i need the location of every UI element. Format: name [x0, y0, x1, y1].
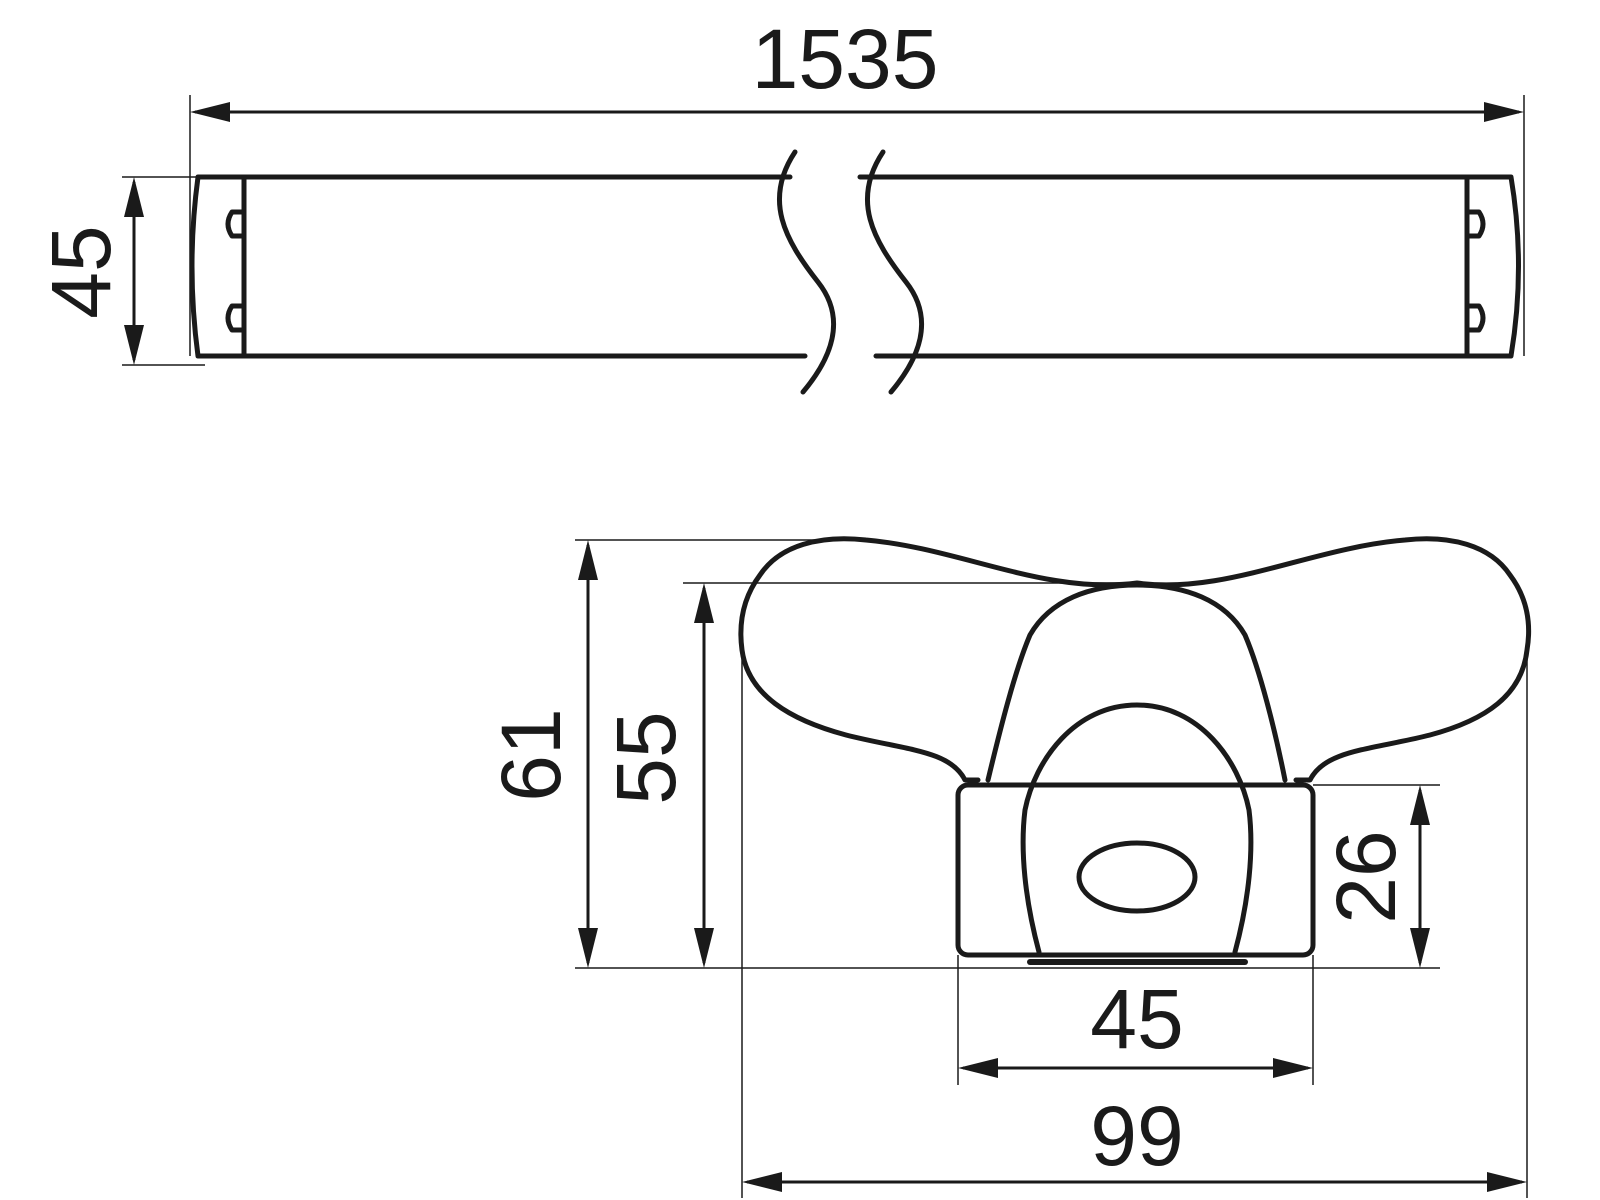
break-line-right [865, 149, 924, 395]
side-view-body-right [857, 174, 1521, 359]
lamp-pin-ellipse [1076, 840, 1198, 914]
clip-right-top [1464, 209, 1486, 239]
dimension-overall-width: 99 [741, 650, 1528, 1198]
clip-left-top [225, 209, 247, 239]
dimension-overall-height-label: 61 [484, 708, 578, 801]
reflector-wings [738, 536, 1532, 783]
dimension-base-height-label: 26 [1319, 830, 1413, 923]
side-view: 1535 45 [34, 12, 1525, 395]
dimension-overall-height: 61 [484, 539, 1440, 969]
clip-right-bottom [1464, 303, 1486, 333]
side-view-body-left [189, 174, 808, 359]
break-line-left [777, 149, 836, 395]
housing-arch [985, 582, 1288, 783]
clip-left-bottom [225, 303, 247, 333]
dimension-overall-width-label: 99 [1090, 1089, 1183, 1183]
dimension-body-height: 45 [34, 176, 205, 366]
base-block [955, 782, 1316, 958]
dimension-base-width-label: 45 [1090, 972, 1183, 1066]
dimension-base-width: 45 [957, 955, 1314, 1085]
cross-section-view: 61 55 26 45 [484, 536, 1532, 1198]
dimension-height-to-valley-label: 55 [599, 711, 693, 804]
dimension-height-to-valley: 55 [599, 582, 1137, 968]
dimension-total-length-label: 1535 [752, 12, 939, 106]
dimension-total-length: 1535 [189, 12, 1525, 356]
dimension-base-height: 26 [1313, 784, 1440, 968]
dimension-body-height-label: 45 [34, 225, 128, 318]
lamp-tube [1020, 702, 1254, 955]
